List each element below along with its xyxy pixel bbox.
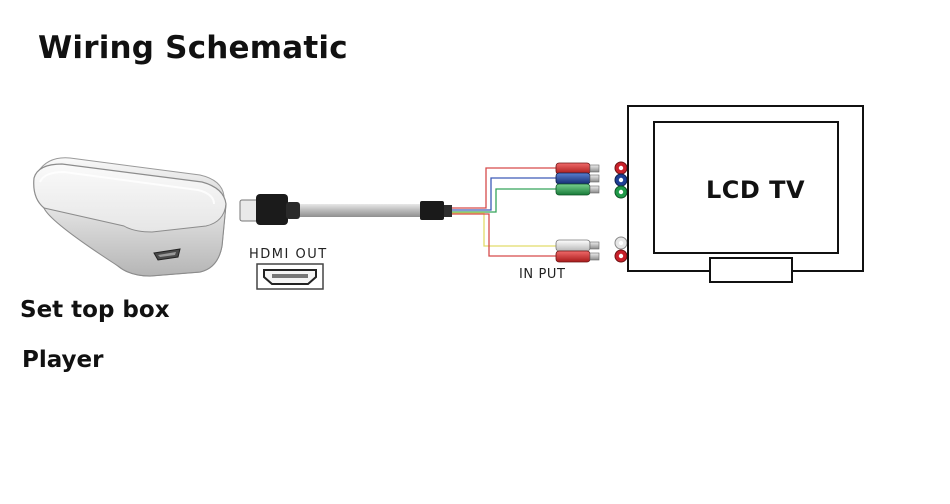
hdmi-out-port-icon	[256, 263, 324, 290]
rca-plug-red-audio	[555, 250, 600, 263]
tv-label: LCD TV	[706, 176, 806, 204]
jack-blue-video	[614, 173, 628, 187]
lcd-tv-icon	[627, 105, 864, 283]
rca-wires	[452, 167, 556, 257]
rca-plug-blue-video	[555, 172, 600, 185]
jack-red-audio	[614, 249, 628, 263]
jack-red-video	[614, 161, 628, 175]
rca-plug-green-video	[555, 183, 600, 196]
jack-white-audio	[614, 236, 628, 250]
rca-plug-red-video	[555, 162, 600, 175]
jack-green-video	[614, 185, 628, 199]
hdmi-cable	[300, 201, 452, 220]
rca-plug-white-audio	[555, 239, 600, 252]
diagram-title: Wiring Schematic	[38, 30, 348, 66]
input-label: IN PUT	[519, 267, 566, 282]
set-top-box-icon	[33, 157, 227, 277]
source-device-label: Set top box	[20, 297, 170, 323]
hdmi-plug	[239, 194, 300, 225]
source-device-sublabel: Player	[22, 347, 104, 373]
box-hdmi-port	[153, 248, 181, 261]
tv-input-jacks	[614, 161, 628, 263]
hdmi-out-label: HDMI OUT	[249, 247, 328, 262]
